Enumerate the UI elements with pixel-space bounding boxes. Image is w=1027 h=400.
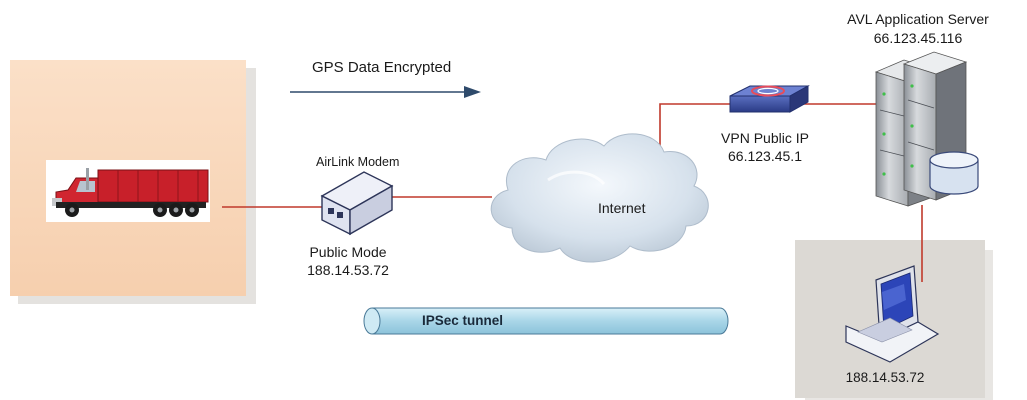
server-label: AVL Application Server — [847, 11, 989, 27]
modem-ip-label: 188.14.53.72 — [307, 262, 389, 278]
vpn-label: VPN Public IP — [721, 130, 809, 146]
laptop-icon — [845, 265, 940, 363]
truck-icon — [46, 160, 210, 222]
vpn-ip-label: 66.123.45.1 — [728, 148, 802, 164]
data-flow-arrow — [290, 86, 481, 98]
network-links — [222, 103, 923, 282]
tunnel-label: IPSec tunnel — [422, 313, 504, 328]
modem-mode-label: Public Mode — [309, 244, 387, 260]
modem-name-label: AirLink Modem — [316, 155, 400, 169]
ipsec-tunnel — [363, 307, 729, 335]
flow-label: GPS Data Encrypted — [312, 59, 452, 76]
internet-label: Internet — [598, 200, 646, 216]
modem-icon — [320, 171, 394, 236]
internet-to-vpn-link — [659, 103, 735, 150]
vpn-router-icon — [729, 85, 810, 113]
database-icon — [929, 151, 979, 195]
server-ip-label: 66.123.45.116 — [873, 30, 963, 46]
laptop-ip-label: 188.14.53.72 — [845, 370, 925, 385]
cloud-icon — [490, 133, 709, 263]
